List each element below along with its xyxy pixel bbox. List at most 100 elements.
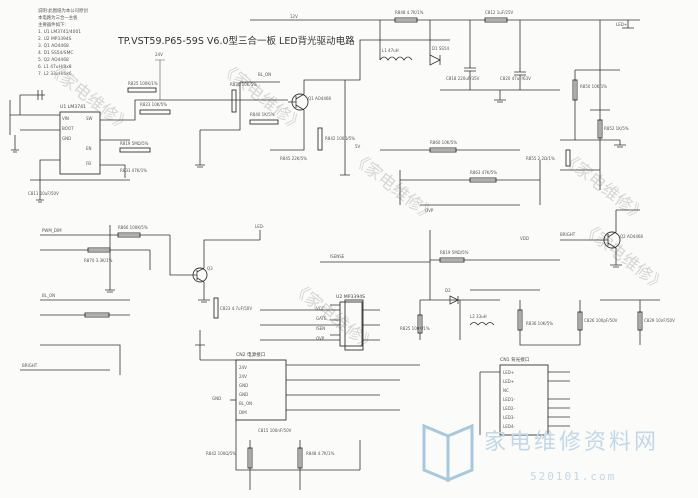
inductor-label: L1 47uH — [382, 48, 399, 53]
note-line: 1. U1 LM3741/4001 — [38, 29, 81, 35]
resistor-label: R870 3.3K/1% — [84, 258, 113, 263]
pin-label: GATE — [316, 316, 327, 321]
pin-label: SW — [86, 116, 93, 121]
connector-cn1: CN1 背光接口 LED+ LED+ NC LED1- LED2- LED3- … — [499, 356, 549, 436]
note-line: 本电路为三合一主板 — [38, 14, 78, 21]
resistor-label: R825 100K/1% — [400, 326, 430, 331]
resistor-label: R842 100Ω/5% — [325, 136, 355, 141]
ic-u2: U2 MP3394S VCC GATE ISEN OVP — [316, 294, 365, 347]
net-label: LED+ — [616, 22, 627, 27]
capacitor-label: C818 220uF/35V — [446, 76, 480, 81]
pin-label: VCC — [316, 306, 325, 311]
resistor-label: R860 10K/5% — [430, 140, 457, 145]
capacitor-label: C829 10nF/50V — [644, 318, 675, 323]
net-label: LED- — [255, 224, 265, 229]
resistor-label: R863 47K/5% — [470, 170, 497, 175]
transistor-label: Q3 — [207, 266, 213, 271]
note-line: 说明:此图纸为本公司原创 — [38, 7, 88, 14]
resistor-label: R842 100Ω/5% — [206, 451, 236, 456]
pin-label: OVP — [316, 336, 325, 341]
resistor-label: R848 4.7K/1% — [306, 451, 335, 456]
schematic-title: TP.VST59.P65-59S V6.0型三合一板 LED背光驱动电路 — [117, 35, 355, 47]
ic-u2-body — [339, 301, 363, 347]
connector-cn1-body — [499, 364, 549, 436]
ic-u2-label: U2 MP3394S — [336, 294, 365, 300]
ic-u1-body — [59, 111, 101, 175]
connector-pin: LED4- — [503, 424, 515, 429]
logo-text: 家电维修资料网 — [484, 430, 660, 455]
resistor-label: R845 22K/5% — [280, 156, 307, 161]
inductor-l1: L1 47uH — [379, 48, 413, 61]
pin-label: VIN — [62, 116, 69, 121]
resistor-label: R819 5MΩ/5% — [120, 141, 149, 146]
resistor-label: R836 10K/5% — [230, 82, 257, 87]
resistor-label: R831 47K/1% — [120, 168, 147, 173]
net-label: 24V — [155, 52, 163, 57]
resistor-label: R852 1K/5% — [604, 126, 629, 131]
transistor-q2: Q2 AO4468 — [600, 231, 643, 249]
watermark: 《家电维修》 — [577, 218, 670, 297]
connector-pin: LED+ — [503, 379, 514, 384]
site-logo: 家电维修资料网 520101.com — [420, 418, 695, 496]
notes-block: 说明:此图纸为本公司原创 本电路为三合一主板 主要器件如下: 1. U1 LM3… — [38, 7, 88, 77]
connector-cn2: CN2 电源接口 24V 24V GND GND BL_ON DIM — [235, 351, 287, 421]
note-line: 6. L1 47uH/8x8 — [38, 64, 72, 70]
net-label: ISENSE — [330, 254, 345, 259]
net-label: 12V — [290, 14, 298, 19]
connector-pin: LED2- — [503, 406, 515, 411]
net-label: 5V — [355, 144, 361, 149]
resistor-label: R866 100K/5% — [118, 225, 148, 230]
note-line: 7. L2 33uH/6x6 — [38, 71, 72, 77]
capacitor-label: C815 100nF/50V — [258, 428, 292, 433]
note-line: 3. Q1 AO4468 — [38, 43, 69, 49]
connector-pin: 24V — [239, 374, 247, 379]
connector-pin: 24V — [239, 365, 247, 370]
net-label: BL_ON — [42, 293, 55, 298]
connector-pin: GND — [239, 383, 248, 388]
watermark: 《家电维修》 — [42, 58, 135, 137]
transistor-q1: Q1 AO4468 — [288, 93, 331, 111]
connector-pin: DIM — [239, 410, 247, 415]
watermark: 《家电维修》 — [557, 148, 650, 227]
connector-cn2-body — [235, 359, 287, 421]
resistor-label: R836 10K/5% — [526, 321, 553, 326]
connector-pin: BL_ON — [239, 401, 252, 406]
pin-label: FB — [86, 161, 91, 166]
logo-number: 520101.com — [530, 470, 617, 483]
diode-label: D2 — [445, 288, 451, 293]
net-label: GND — [212, 396, 221, 401]
capacitor-label: C826 100pF/50V — [584, 318, 618, 323]
connector-pin: LED3- — [503, 415, 515, 420]
net-label: BRIGHT — [560, 232, 576, 237]
capacitor-label: C811 10uF/50V — [28, 191, 59, 196]
resistor-label: R819 5MΩ/5% — [440, 250, 469, 255]
inductor-label: L2 33uH — [470, 314, 487, 319]
resistor-label: R825 100K/1% — [128, 81, 158, 86]
watermark: 《家电维修》 — [287, 278, 380, 357]
watermarks: 《家电维修》 《家电维修》 《家电维修》 《家电维修》 《家电维修》 《家电维修… — [42, 58, 670, 357]
note-line: 主要器件如下: — [38, 21, 66, 28]
ic-u1-label: U1 LM3741 — [60, 104, 86, 110]
transistor-label: Q2 AO4468 — [620, 234, 643, 239]
net-label: VDD — [520, 236, 529, 241]
capacitor-label: C812 1uF/25V — [485, 10, 514, 15]
transistor-q3: Q3 — [190, 266, 213, 283]
diode-d1: D1 SS54 — [429, 46, 450, 66]
connector-pin: NC — [503, 388, 509, 393]
capacitor-label: C823 4.7uF/50V — [220, 306, 252, 311]
resistor-label: R848 4.7K/1% — [395, 10, 424, 15]
watermark: 《家电维修》 — [347, 148, 440, 227]
net-label: OVP — [425, 208, 434, 213]
connector-pin: GND — [239, 392, 248, 397]
resistor-label: R850 10K/1% — [580, 84, 607, 89]
resistor-label: R840 1K/5% — [250, 112, 275, 117]
connector-pin: LED1- — [503, 397, 515, 402]
pin-label: EN — [86, 146, 92, 151]
capacitor-label: C820 47uF/63V — [500, 76, 531, 81]
connector-pin: LED+ — [503, 370, 514, 375]
pin-label: ISEN — [316, 326, 325, 331]
ic-u1: U1 LM3741 VIN BOOT GND SW EN FB — [59, 104, 101, 175]
note-line: 5. Q2 AO4468 — [38, 57, 69, 63]
